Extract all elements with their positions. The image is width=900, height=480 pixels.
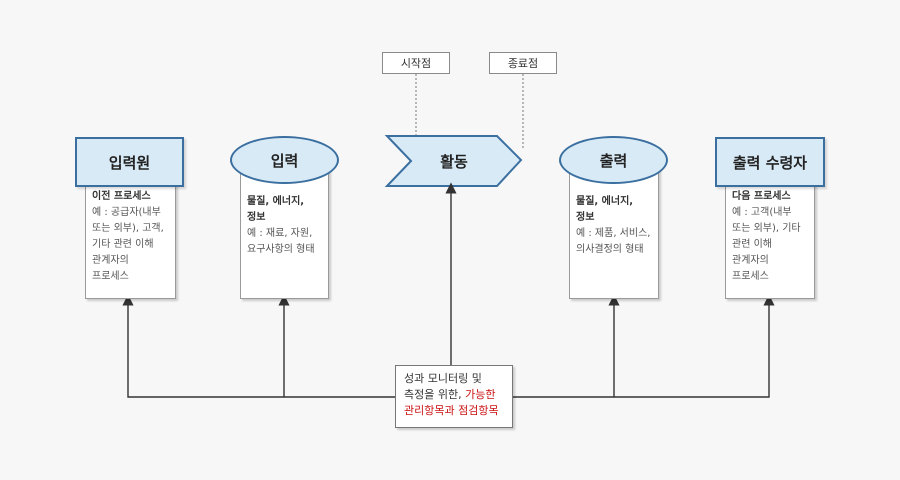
monitoring-line-2a: 측정을 위한, — [404, 388, 466, 401]
receiver-desc-line: 관계자의 — [732, 255, 769, 266]
receiver-desc-title: 다음 프로세스 — [732, 191, 791, 202]
receiver-desc-line: 예 : 고객(내부 — [732, 207, 792, 218]
receiver-desc-line: 프로세스 — [732, 271, 769, 282]
activity-chevron — [384, 135, 523, 187]
monitoring-line-2: 측정을 위한, 가능한 — [404, 387, 504, 403]
input-desc-line: 예 : 재료, 자원, — [247, 228, 313, 239]
monitoring-line-3: 관리항목과 점검항목 — [404, 404, 499, 417]
receiver-header: 출력 수령자 — [715, 137, 825, 187]
output-desc-title: 물질, 에너지, — [576, 196, 634, 207]
output-title: 출력 — [599, 151, 628, 170]
receiver-description-card: 다음 프로세스 예 : 고객(내부 또는 외부), 기타 관련 이해 관계자의 … — [725, 176, 815, 299]
supplier-desc-title: 이전 프로세스 — [92, 191, 151, 202]
supplier-description-card: 이전 프로세스 예 : 공급자(내부 또는 외부), 고객, 기타 관련 이해 … — [85, 176, 176, 299]
supplier-header: 입력원 — [75, 137, 184, 187]
end-marker-label: 종료점 — [507, 57, 539, 70]
input-description-card: 물질, 에너지, 정보 예 : 재료, 자원, 요구사항의 형태 — [240, 164, 329, 299]
receiver-desc-line: 또는 외부), 기타 — [732, 223, 801, 234]
supplier-desc-line: 프로세스 — [92, 271, 129, 282]
monitoring-box: 성과 모니터링 및 측정을 위한, 가능한 관리항목과 점검항목 — [395, 365, 513, 428]
activity-title: 활동 — [440, 152, 468, 171]
input-desc-title: 물질, 에너지, — [247, 196, 305, 207]
supplier-desc-line: 또는 외부), 고객, — [92, 223, 164, 234]
supplier-desc-line: 기타 관련 이해 — [92, 239, 154, 250]
start-marker-box: 시작점 — [382, 52, 450, 74]
output-description-card: 물질, 에너지, 정보 예 : 제품, 서비스, 의사결정의 형태 — [569, 164, 659, 299]
monitoring-line-1: 성과 모니터링 및 — [404, 372, 482, 385]
supplier-desc-line: 관계자의 — [92, 255, 129, 266]
input-desc-title: 정보 — [247, 212, 266, 223]
right-feedback-line — [513, 294, 775, 398]
start-marker-label: 시작점 — [400, 57, 432, 70]
receiver-title: 출력 수령자 — [732, 153, 808, 172]
input-title: 입력 — [270, 151, 299, 170]
output-header: 출력 — [559, 136, 668, 184]
supplier-desc-line: 예 : 공급자(내부 — [92, 207, 161, 218]
left-feedback-line — [122, 294, 395, 398]
output-desc-title: 정보 — [576, 212, 595, 223]
activity-label-wrap: 활동 — [411, 136, 497, 186]
input-desc-line: 요구사항의 형태 — [247, 244, 315, 255]
input-header: 입력 — [230, 136, 339, 184]
supplier-title: 입력원 — [108, 153, 151, 172]
output-desc-line: 의사결정의 형태 — [576, 244, 644, 255]
receiver-desc-line: 관련 이해 — [732, 239, 772, 250]
output-desc-line: 예 : 제품, 서비스, — [576, 228, 651, 239]
end-marker-box: 종료점 — [489, 52, 557, 74]
monitoring-line-2b: 가능한 — [465, 388, 496, 401]
